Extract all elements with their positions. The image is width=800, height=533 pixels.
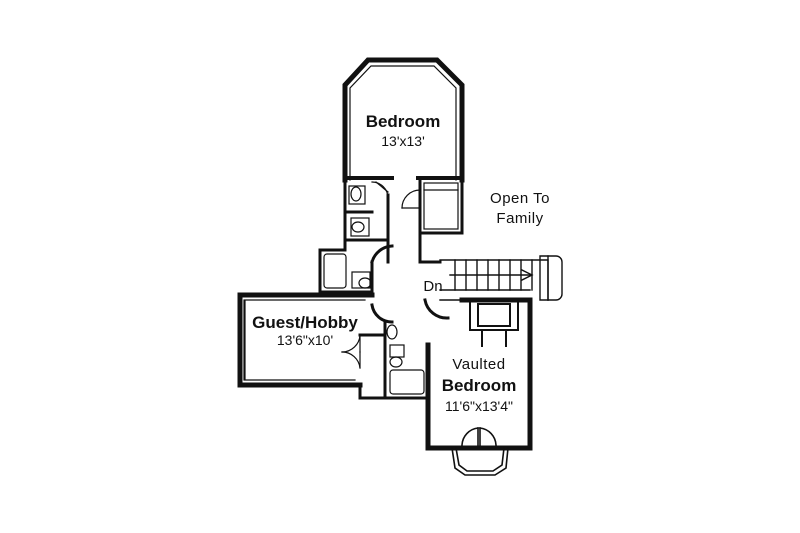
vaulted-window-bay bbox=[451, 427, 509, 476]
bedroom-dimensions: 13'x13' bbox=[381, 133, 425, 149]
guest-hobby-dimensions: 13'6"x10' bbox=[276, 332, 334, 348]
left-bath-fixtures bbox=[323, 253, 372, 289]
vaulted-label: Vaulted bbox=[452, 356, 506, 373]
vaulted-bedroom-dimensions: 11'6"x13'4" bbox=[445, 398, 513, 414]
left-bath bbox=[318, 238, 374, 294]
upper-closet bbox=[418, 176, 464, 235]
stair-down-label: Dn bbox=[423, 278, 443, 295]
upper-bath-fixtures bbox=[348, 181, 389, 237]
upper-closet-inner bbox=[401, 182, 459, 230]
bedroom-walls bbox=[342, 57, 465, 183]
bedroom-bay-inner bbox=[349, 65, 457, 181]
vaulted-closet bbox=[469, 299, 519, 347]
family-label: Family bbox=[496, 210, 544, 227]
vaulted-bedroom-name: Bedroom bbox=[441, 376, 517, 395]
guest-door bbox=[341, 334, 361, 369]
bedroom-name: Bedroom bbox=[365, 112, 441, 131]
lower-bath-fixtures bbox=[386, 324, 425, 395]
hall-walls bbox=[370, 213, 450, 324]
guest-inner-line bbox=[243, 299, 366, 381]
lower-bath bbox=[358, 320, 430, 400]
stair bbox=[439, 255, 563, 301]
guest-hobby-name: Guest/Hobby bbox=[252, 313, 358, 332]
guest-walls bbox=[237, 292, 375, 388]
open-to-label: Open To bbox=[490, 190, 550, 207]
